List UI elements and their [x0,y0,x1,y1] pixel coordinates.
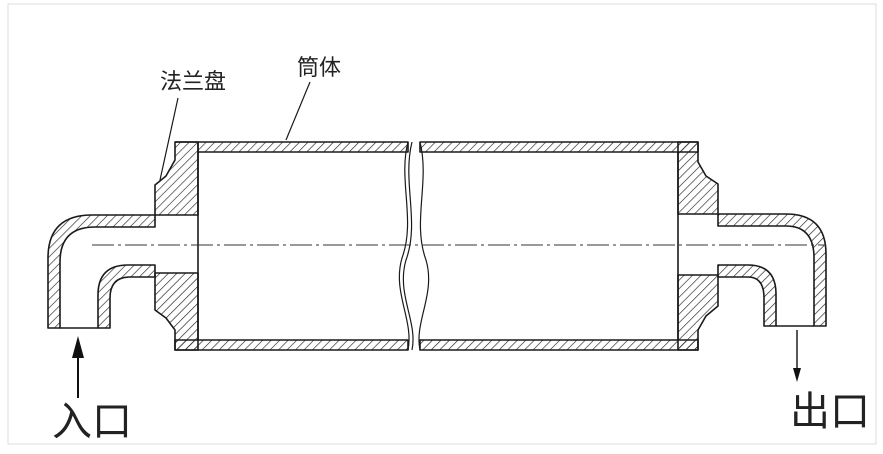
shell-label: 筒体 [297,56,342,81]
shell-left-bottom-wall [174,339,409,351]
flange-label: 法兰盘 [160,70,227,95]
inlet-pipe [47,214,156,329]
shell-left-top-wall [175,141,409,153]
page-frame [7,3,877,445]
inlet-label: 入口 [52,399,132,445]
flange-left-lower [154,272,199,351]
flange-right-lower [677,274,719,351]
inlet-pipe-inner [97,264,156,329]
break-line-left-2 [402,141,414,351]
outlet-pipe-inner [717,264,777,327]
break-line-left [398,141,410,351]
flange-left-upper [154,141,199,216]
outlet-label: 出口 [790,389,870,435]
break-line-right [418,141,430,351]
inlet-arrow-head [72,336,84,358]
flange-leader [159,97,179,181]
shell-leader [285,81,311,141]
flange-right-upper [677,141,719,215]
outlet-pipe [717,213,827,327]
outlet-arrow-head [793,368,801,382]
shell-right-bottom-wall [419,339,699,351]
shell-right-top-wall [419,141,699,153]
